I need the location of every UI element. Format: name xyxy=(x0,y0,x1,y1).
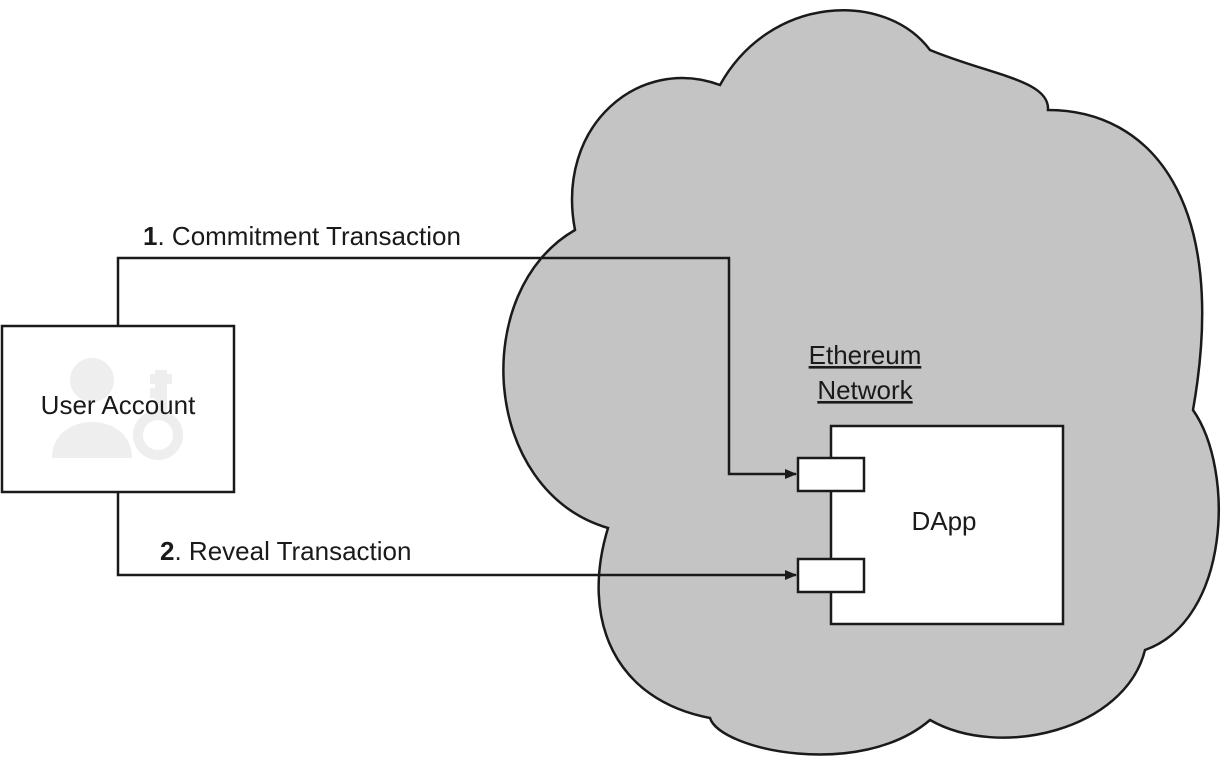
commitment-arrow xyxy=(116,256,797,479)
commit-port xyxy=(796,456,866,493)
dapp-box xyxy=(829,424,1065,626)
network-label-line2: Network xyxy=(817,375,913,405)
user-account-box xyxy=(0,324,236,494)
reveal-arrow xyxy=(116,492,797,580)
user-key-icon xyxy=(52,358,183,460)
step1-text: . Commitment Transaction xyxy=(157,221,460,251)
dapp-label: DApp xyxy=(911,506,976,536)
step1-number: 1 xyxy=(143,221,157,251)
step1-label: 1. Commitment Transaction xyxy=(143,221,461,251)
step2-label: 2. Reveal Transaction xyxy=(160,536,411,566)
step2-number: 2 xyxy=(160,536,174,566)
reveal-port xyxy=(796,557,866,594)
step2-text: . Reveal Transaction xyxy=(174,536,411,566)
network-label-line1: Ethereum xyxy=(809,340,922,370)
user-account-label: User Account xyxy=(41,390,196,420)
